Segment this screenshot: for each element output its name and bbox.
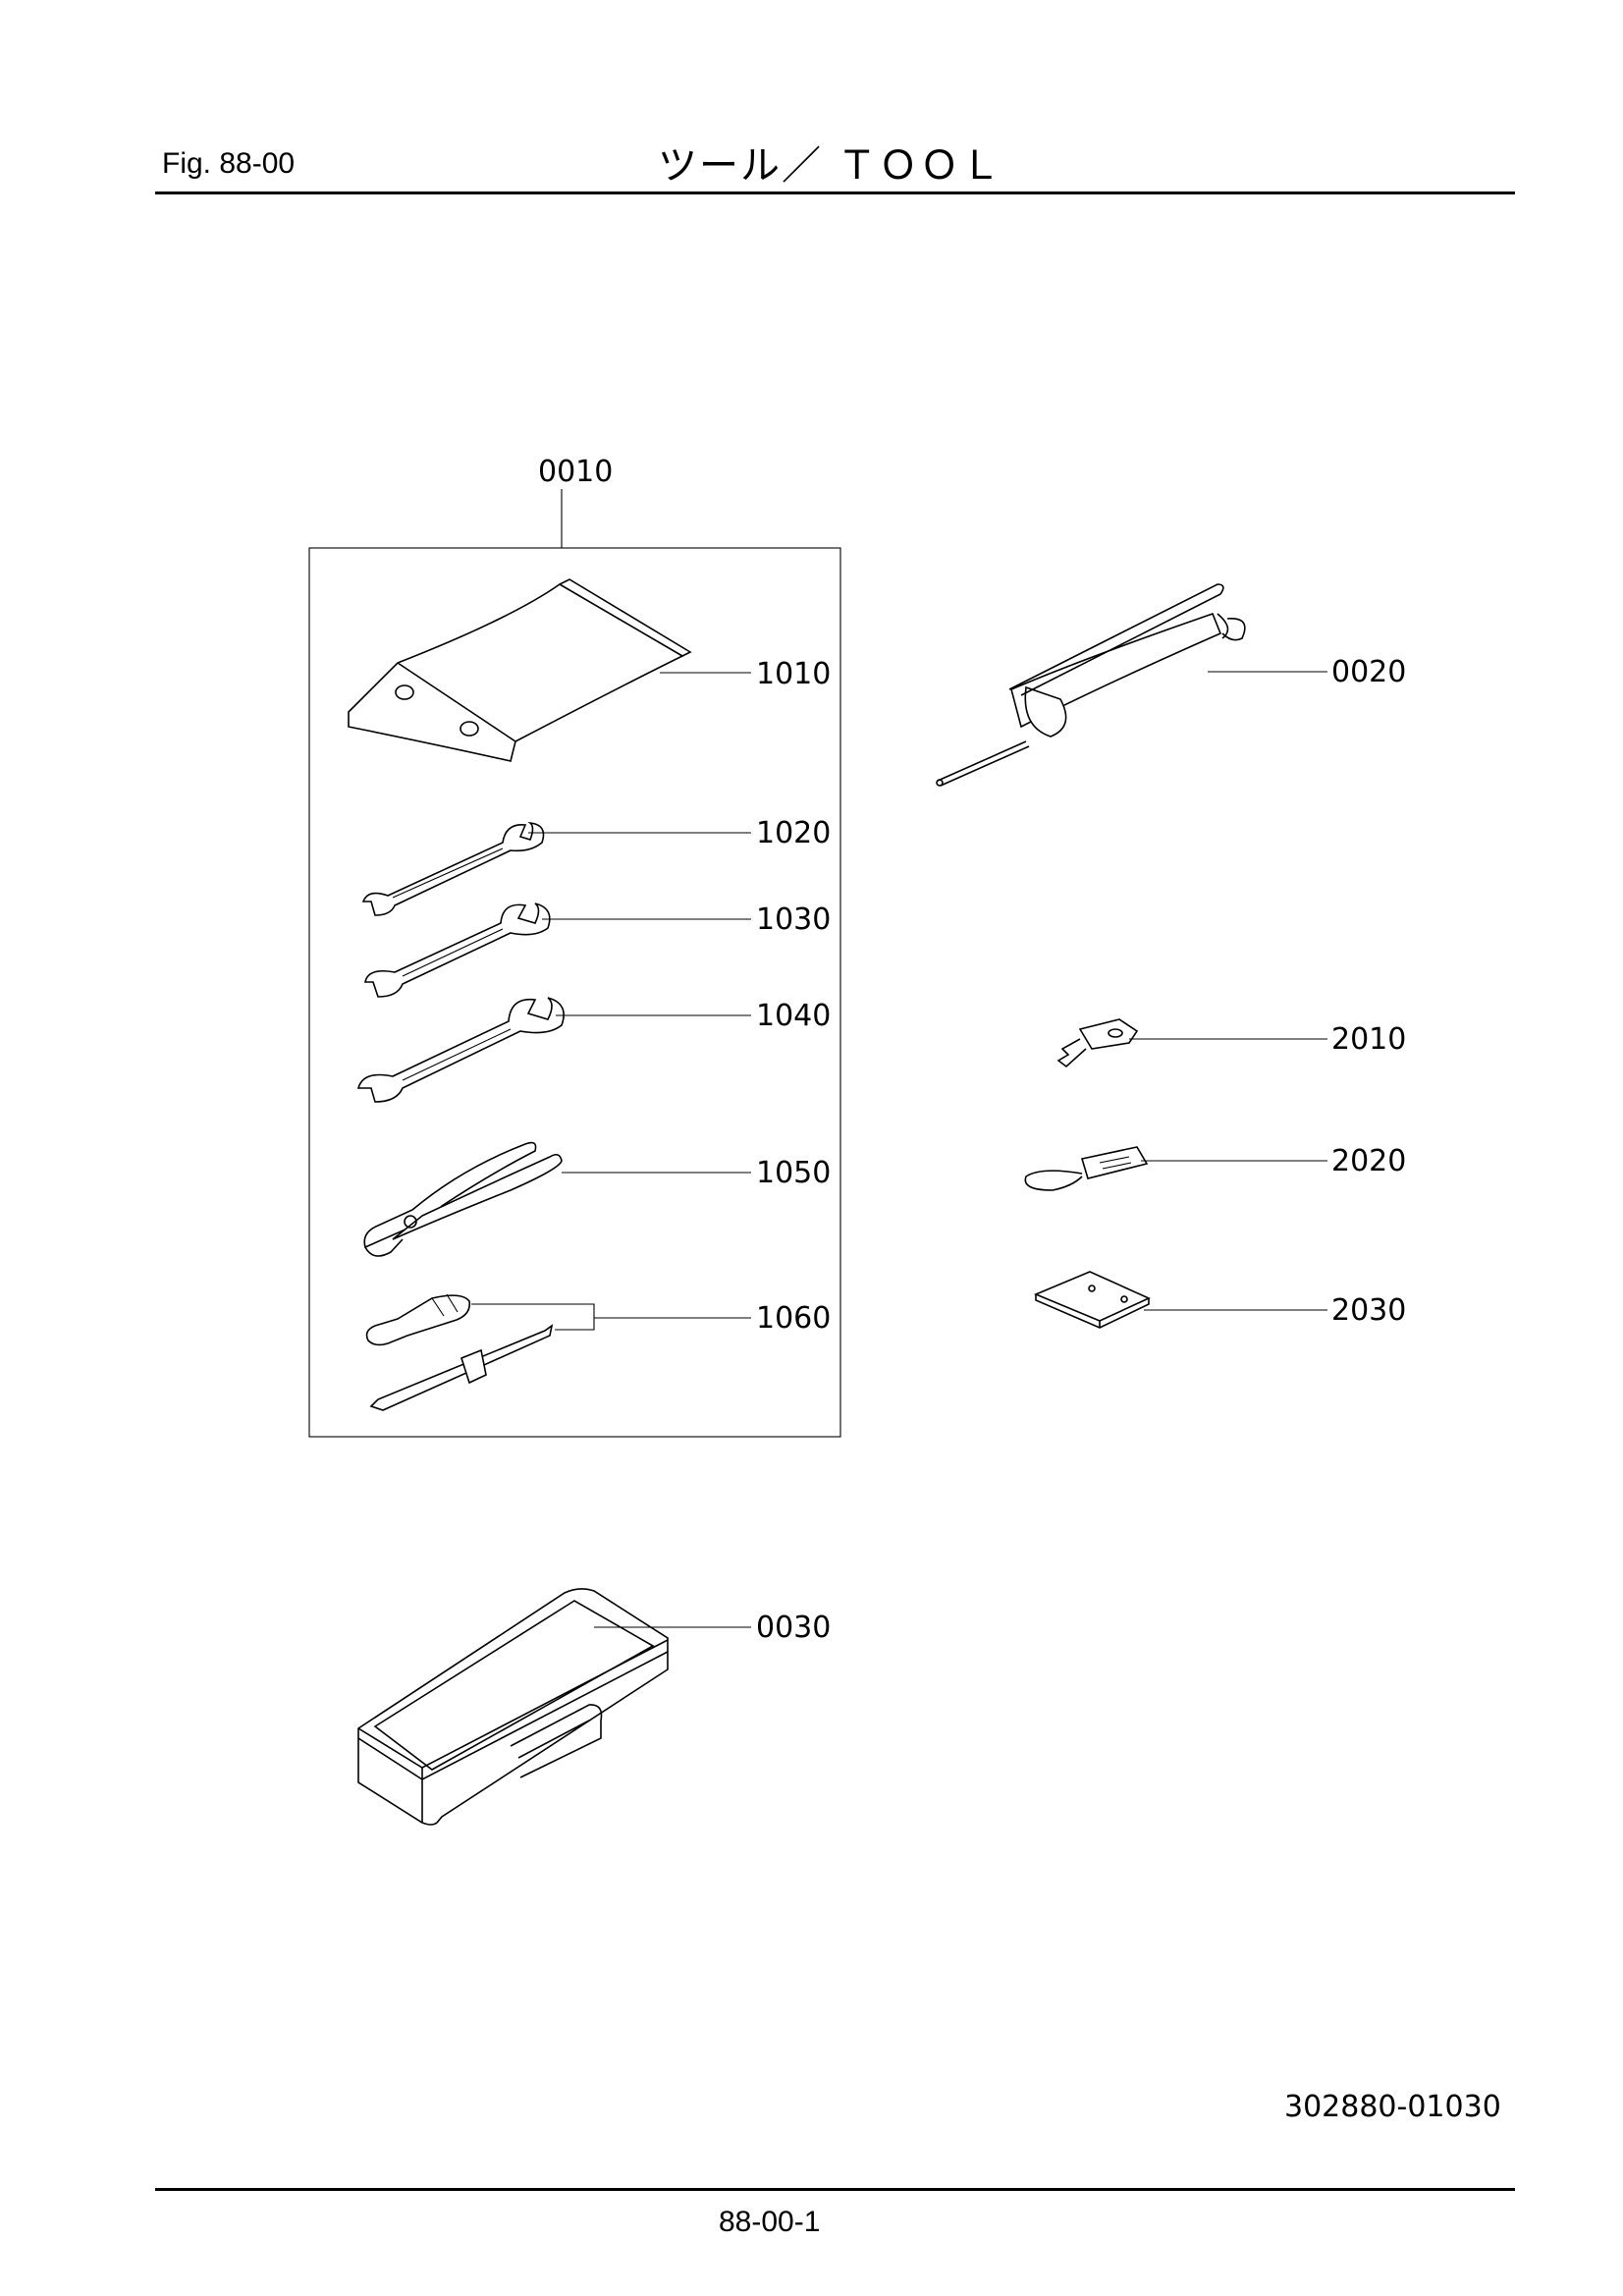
tag-drawing xyxy=(1024,1146,1327,1191)
callout-1030: 1030 xyxy=(756,902,831,937)
footer-rule xyxy=(155,2188,1515,2191)
callout-2030: 2030 xyxy=(1331,1293,1406,1328)
callout-0010: 0010 xyxy=(538,455,613,489)
tool-kit-frame xyxy=(308,489,841,1438)
grease-gun-drawing xyxy=(936,583,1327,787)
callout-1050: 1050 xyxy=(756,1156,831,1190)
large-wrench-drawing xyxy=(356,997,751,1103)
header-rule xyxy=(155,191,1515,194)
callout-1020: 1020 xyxy=(756,816,831,850)
small-wrench-drawing xyxy=(361,821,751,916)
tool-box-drawing xyxy=(357,1588,751,1826)
medium-wrench-drawing xyxy=(364,902,751,998)
screwdriver-drawing xyxy=(365,1293,751,1411)
callout-0020: 0020 xyxy=(1331,655,1406,689)
tool-bag-drawing xyxy=(348,578,751,762)
page-number: 88-00-1 xyxy=(719,2206,821,2238)
plate-drawing xyxy=(1033,1271,1327,1329)
pliers-drawing xyxy=(363,1141,751,1257)
callout-2020: 2020 xyxy=(1331,1144,1406,1178)
page-title: ツール／ ＴＯＯＬ xyxy=(658,143,1002,189)
drawing-number: 302880-01030 xyxy=(1284,2090,1501,2124)
key-drawing xyxy=(1056,1018,1327,1068)
callout-1040: 1040 xyxy=(756,999,831,1033)
callout-0030: 0030 xyxy=(756,1611,831,1645)
figure-label: Fig. 88-00 xyxy=(162,147,296,180)
callout-1060: 1060 xyxy=(756,1301,831,1336)
callout-1010: 1010 xyxy=(756,657,831,691)
callout-2010: 2010 xyxy=(1331,1022,1406,1057)
